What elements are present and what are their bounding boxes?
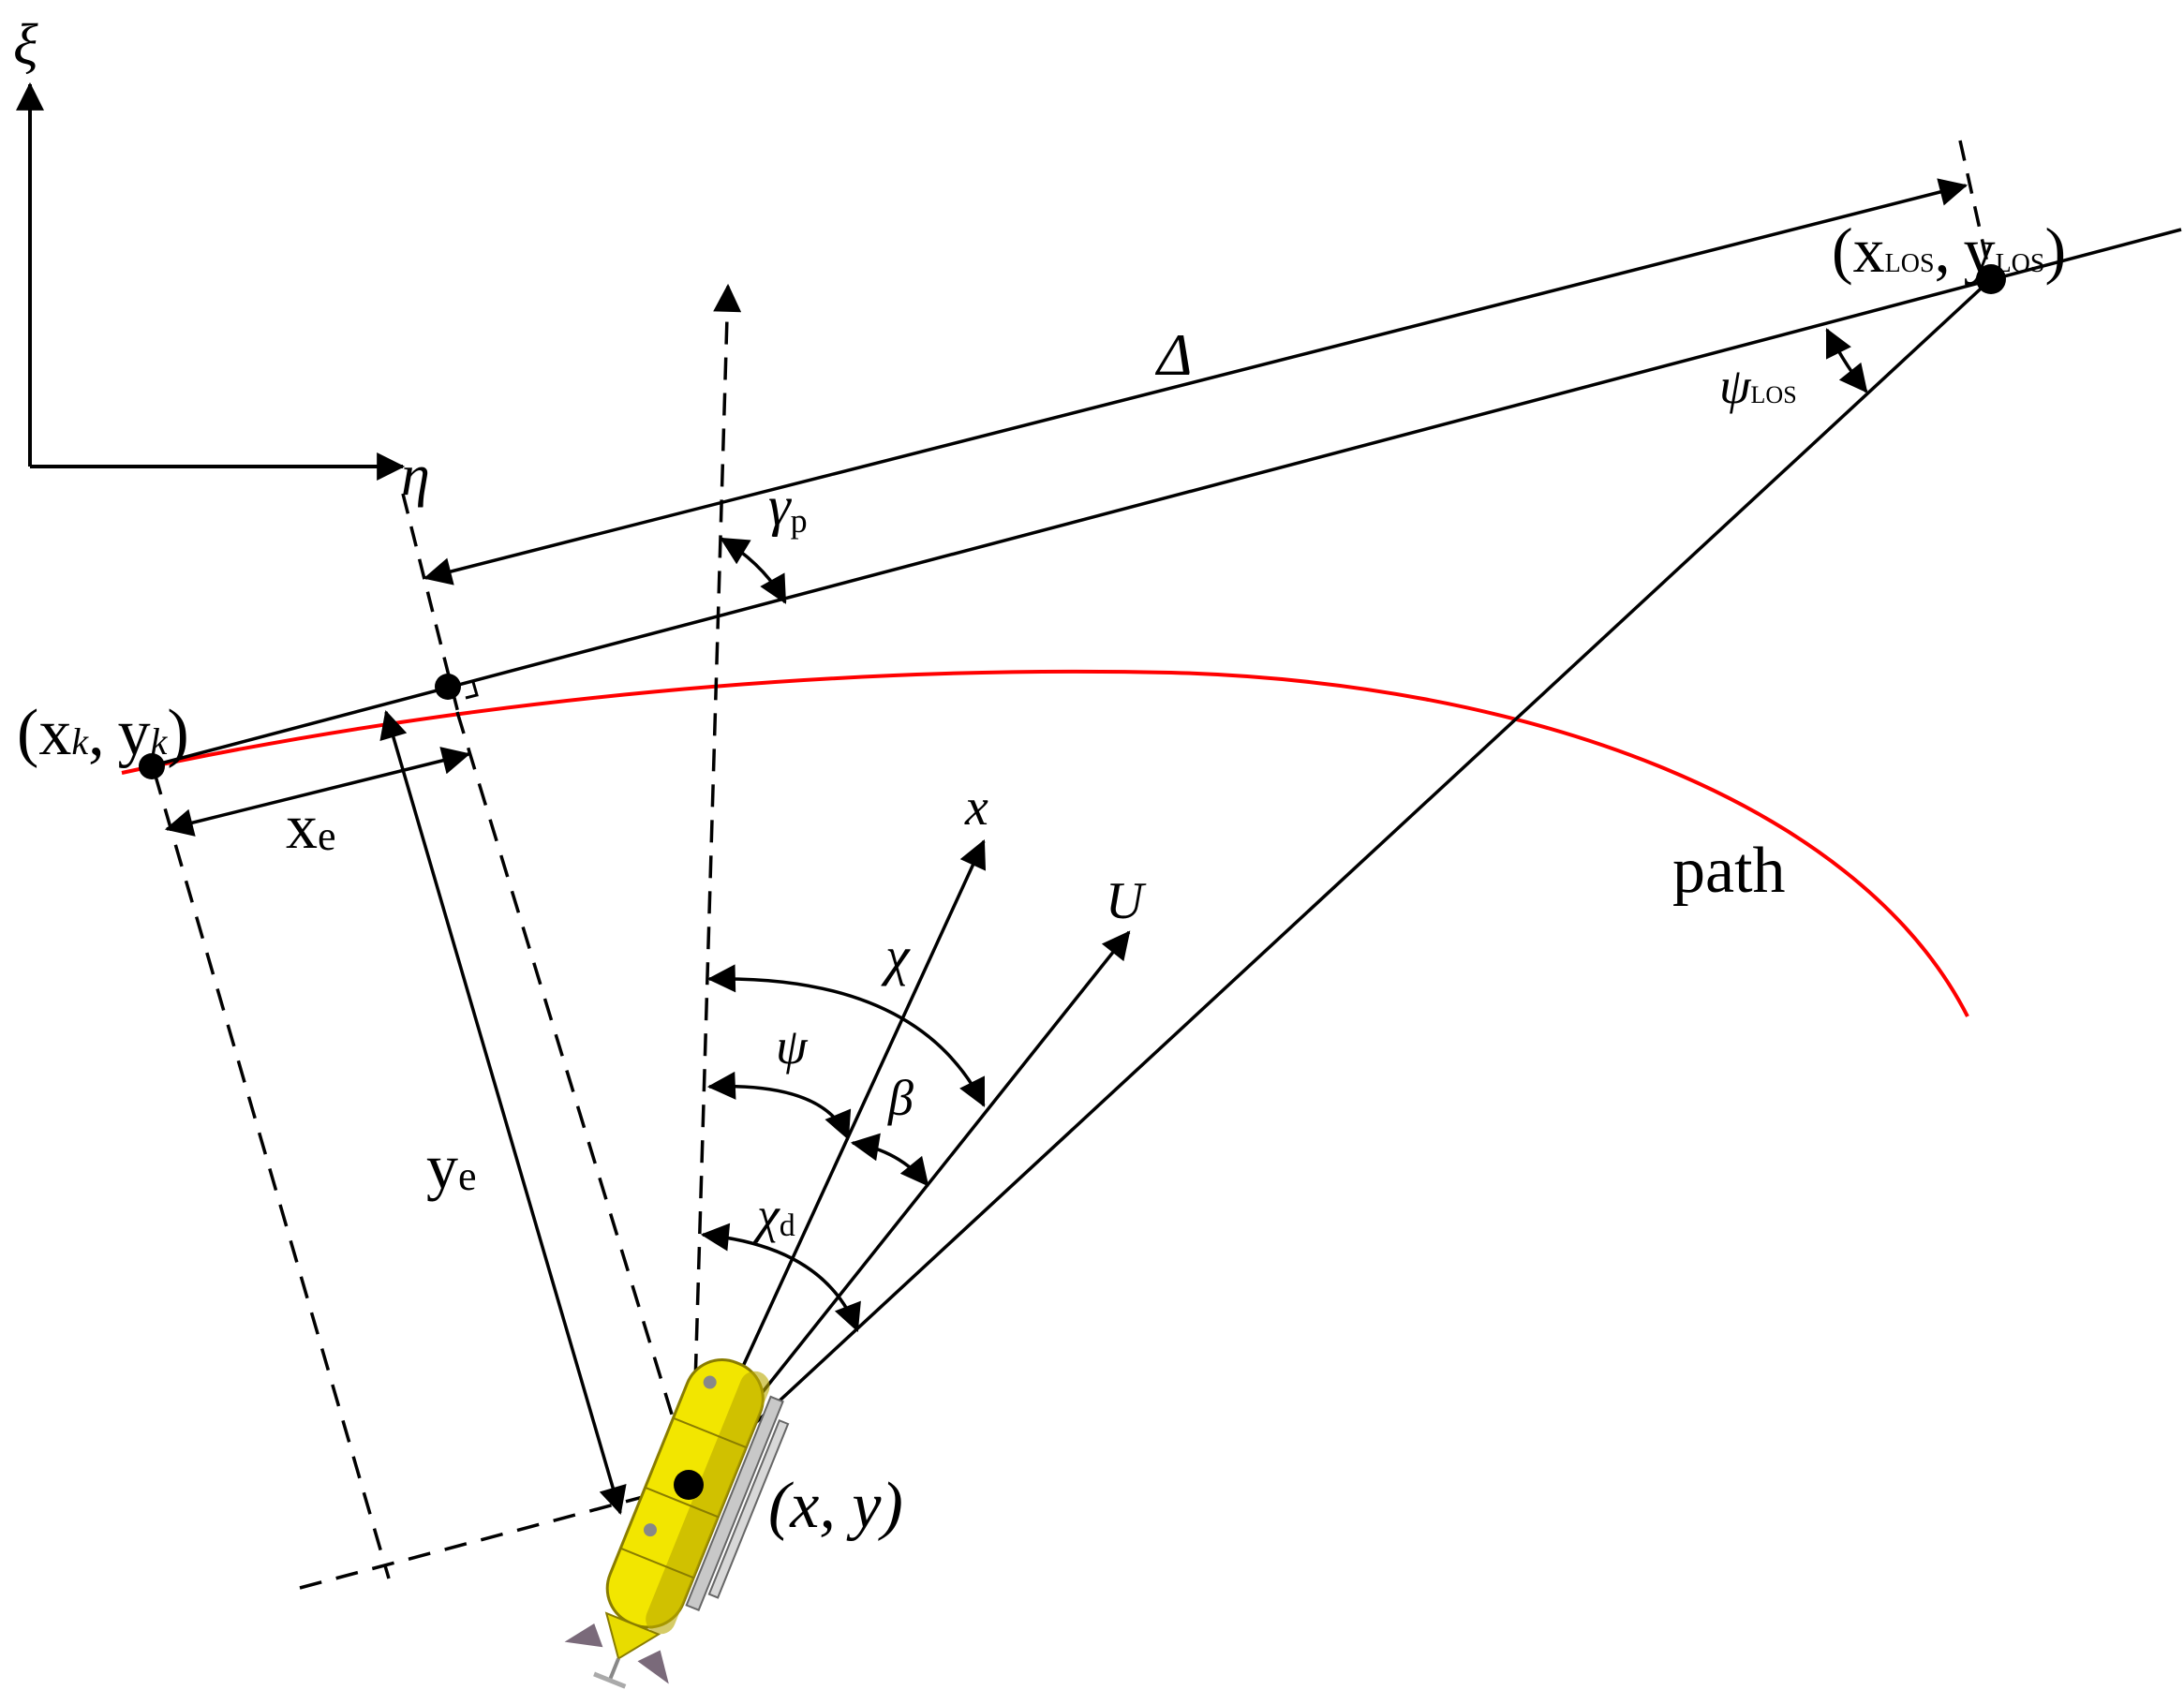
xe-extension-left-dashed xyxy=(153,772,391,1579)
ye-dimension-arrow xyxy=(379,709,627,1516)
projection-point-dot xyxy=(435,674,461,700)
los-point-dot xyxy=(1976,264,2006,294)
right-angle-marker xyxy=(465,681,479,700)
k-point-label: (xk,yk) xyxy=(17,697,189,769)
gamma-p-arc xyxy=(720,537,787,604)
vehicle-point-dot xyxy=(674,1470,704,1500)
psi-arc xyxy=(706,1071,852,1140)
psi-los-arc xyxy=(1825,328,1868,393)
u-label: U xyxy=(1106,872,1147,930)
chi-d-arc xyxy=(700,1223,861,1332)
gamma-p-label: γp xyxy=(768,475,808,540)
delta-extension-right xyxy=(1958,140,1990,268)
los-point-label: (xLOS,yLOS) xyxy=(1832,215,2066,286)
bottom-normal-dashed xyxy=(299,1483,690,1590)
psi-label: ψ xyxy=(776,1018,809,1075)
k-point-dot xyxy=(139,753,165,779)
ye-label: ye xyxy=(426,1131,477,1202)
xe-extension-right-dashed xyxy=(455,711,695,1486)
vehicle-point-label: (x, y) xyxy=(768,1470,903,1542)
psi-los-label: ψLOS xyxy=(1719,358,1797,414)
north-reference-dashed xyxy=(691,283,742,1448)
body-x-label: x xyxy=(964,778,988,837)
reference-frame: ξ η xyxy=(13,13,430,508)
delta-arrow xyxy=(423,178,1969,586)
chi-d-label: χd xyxy=(752,1187,795,1243)
delta-label: Δ xyxy=(1154,321,1193,388)
beta-label: β xyxy=(887,1070,914,1126)
delta-extension-left xyxy=(401,493,461,718)
los-line xyxy=(687,277,1993,1487)
xe-dimension-arrow xyxy=(164,747,471,837)
xe-label: xe xyxy=(286,791,336,862)
chi-arc xyxy=(706,964,986,1107)
path-label: path xyxy=(1672,835,1786,907)
chi-label: χ xyxy=(881,926,911,986)
auv-vehicle-icon xyxy=(564,1358,790,1689)
xi-label: ξ xyxy=(13,13,38,77)
beta-arc xyxy=(850,1133,929,1187)
